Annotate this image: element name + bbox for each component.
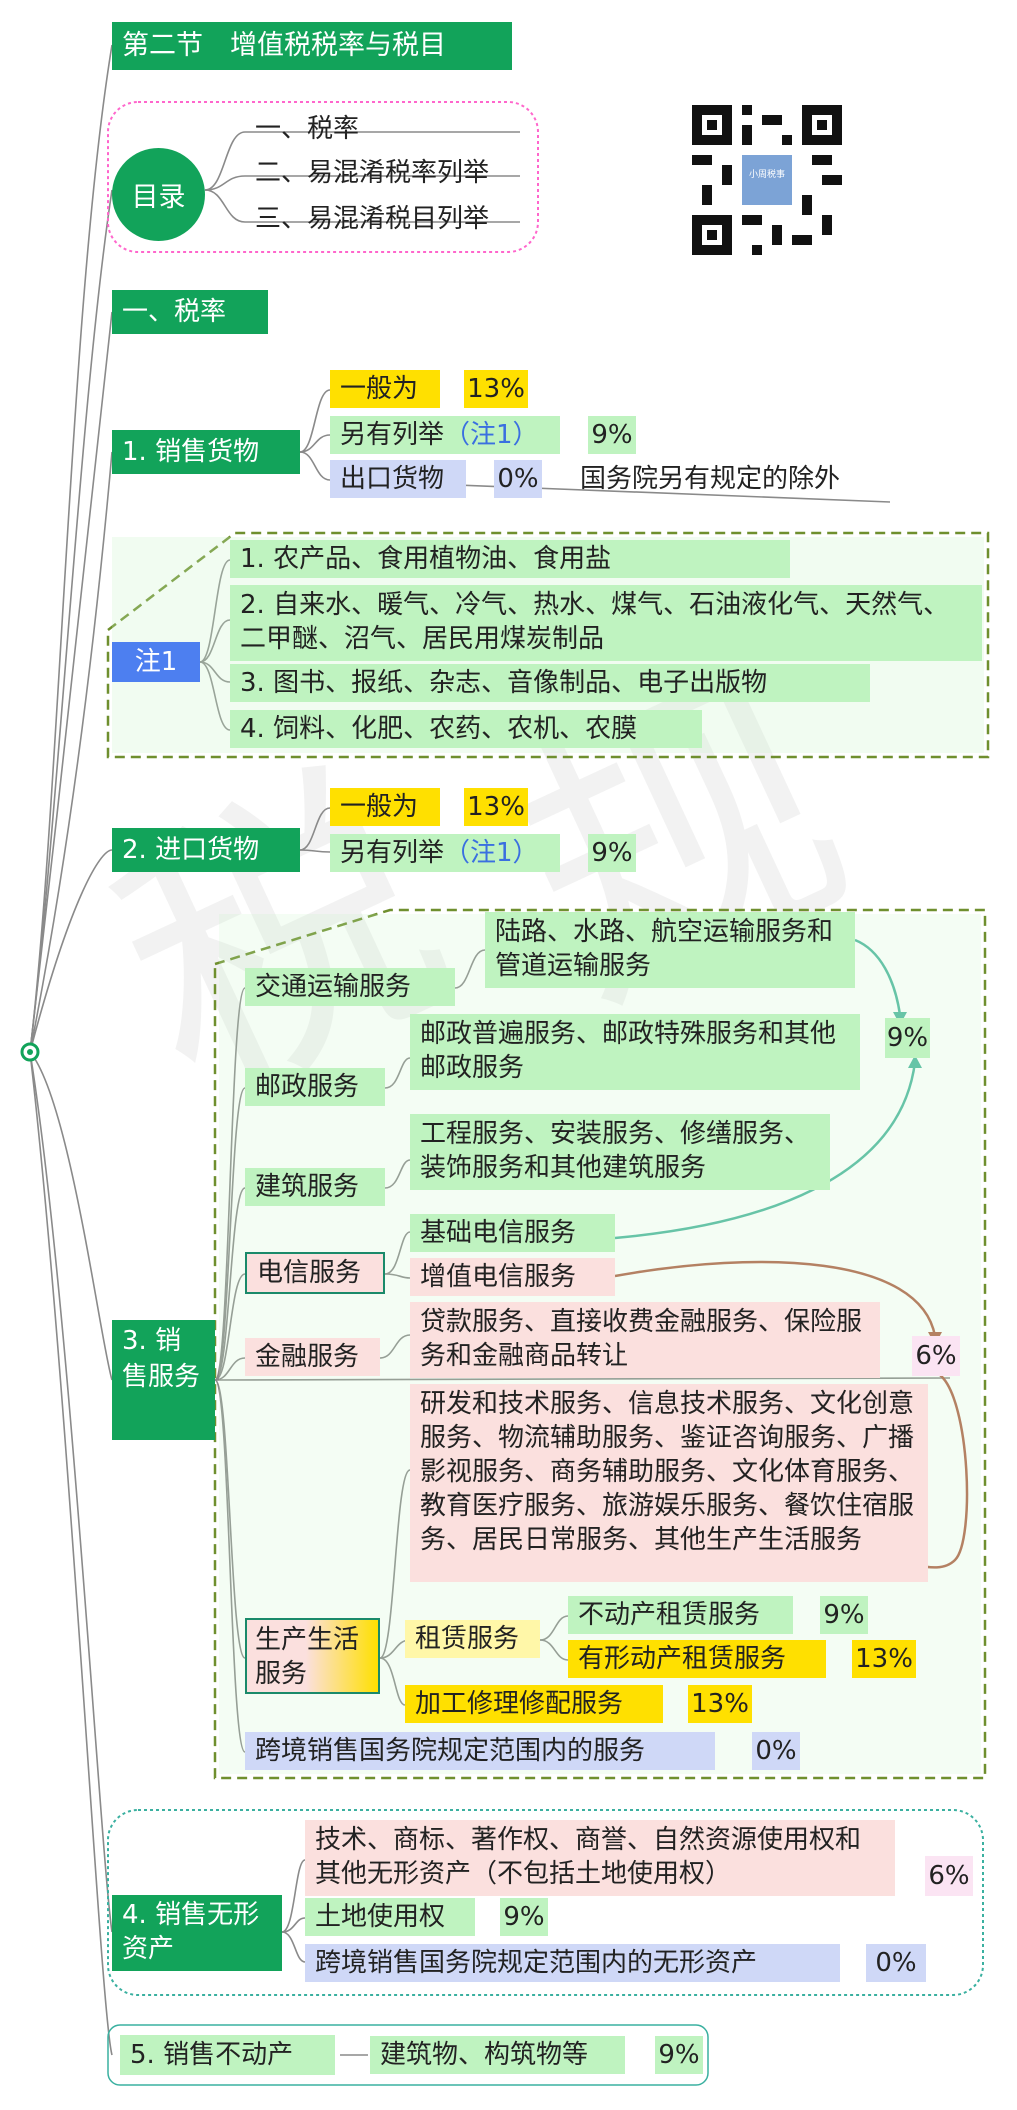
construction-detail: 工程服务、安装服务、修缮服务、装饰服务和其他建筑服务: [410, 1114, 830, 1190]
telecom-node: 电信服务: [245, 1252, 385, 1294]
finance-node: 金融服务: [245, 1338, 380, 1376]
toc-item-2[interactable]: 二、易混淆税率列举: [255, 158, 490, 188]
note1-item-4: 4. 饲料、化肥、农药、农机、农膜: [230, 710, 702, 748]
import-other-label: 另有列举: [340, 838, 445, 868]
goods-export-except: 国务院另有规定的除外: [580, 464, 841, 494]
intangible-crossborder: 跨境销售国务院规定范围内的无形资产: [305, 1944, 840, 1982]
processing-node: 加工修理修配服务: [405, 1685, 663, 1723]
services-crossborder: 跨境销售国务院规定范围内的服务: [245, 1732, 715, 1770]
toc-item-3[interactable]: 三、易混淆税目列举: [255, 204, 490, 234]
services-crossborder-rate: 0%: [752, 1732, 800, 1770]
telecom-basic: 基础电信服务: [410, 1214, 615, 1252]
realestate-detail: 建筑物、构筑物等: [370, 2036, 625, 2074]
goods-export: 出口货物: [330, 460, 466, 498]
goods-node[interactable]: 1. 销售货物: [112, 430, 300, 474]
intangible-tech: 技术、商标、著作权、商誉、自然资源使用权和其他无形资产（不包括土地使用权）: [305, 1820, 895, 1896]
goods-other: 另有列举（注1）: [330, 416, 560, 454]
life-node: 生产生活服务: [245, 1618, 380, 1694]
page-title: 第二节 增值税税率与税目: [112, 22, 512, 70]
toc-item-1[interactable]: 一、税率: [255, 114, 360, 144]
rate-6-badge: 6%: [912, 1336, 960, 1376]
toc-label: 目录: [131, 182, 186, 213]
postal-detail: 邮政普遍服务、邮政特殊服务和其他邮政服务: [410, 1014, 860, 1090]
note1-item-2: 2. 自来水、暖气、冷气、热水、煤气、石油液化气、天然气、二甲醚、沼气、居民用煤…: [230, 585, 982, 661]
intangible-node[interactable]: 4. 销售无形资产: [112, 1895, 282, 1971]
note1-node[interactable]: 注1: [112, 642, 200, 682]
note1-item-3: 3. 图书、报纸、杂志、音像制品、电子出版物: [230, 664, 870, 702]
import-general: 一般为: [330, 788, 440, 826]
toc-circle: 目录: [112, 148, 205, 241]
life-detail: 研发和技术服务、信息技术服务、文化创意服务、物流辅助服务、鉴证咨询服务、广播影视…: [410, 1384, 928, 1582]
telecom-value: 增值电信服务: [410, 1258, 615, 1296]
import-node[interactable]: 2. 进口货物: [112, 828, 300, 872]
transport-detail: 陆路、水路、航空运输服务和管道运输服务: [485, 912, 855, 988]
note1-item-1: 1. 农产品、食用植物油、食用盐: [230, 540, 790, 578]
goods-other-note: （注1）: [444, 420, 539, 450]
goods-export-rate: 0%: [494, 460, 542, 498]
intangible-tech-rate: 6%: [925, 1856, 973, 1896]
transport-node: 交通运输服务: [245, 968, 455, 1006]
lease-tangible: 有形动产租赁服务: [568, 1640, 826, 1678]
realestate-rate: 9%: [655, 2036, 703, 2074]
lease-real-rate: 9%: [820, 1596, 868, 1634]
realestate-node[interactable]: 5. 销售不动产: [120, 2035, 335, 2075]
qr-code: 小周税事: [692, 105, 842, 255]
lease-tangible-rate: 13%: [852, 1640, 916, 1678]
goods-general-rate: 13%: [464, 370, 528, 408]
qr-code-icon: [692, 105, 842, 255]
goods-other-label: 另有列举: [340, 420, 445, 450]
import-other: 另有列举（注1）: [330, 834, 560, 872]
goods-other-rate: 9%: [588, 416, 636, 454]
processing-rate: 13%: [688, 1685, 752, 1723]
construction-node: 建筑服务: [245, 1168, 385, 1206]
intangible-land: 土地使用权: [305, 1898, 475, 1936]
lease-node: 租赁服务: [405, 1620, 540, 1658]
goods-general: 一般为: [330, 370, 440, 408]
lease-real: 不动产租赁服务: [568, 1596, 793, 1634]
import-other-rate: 9%: [588, 834, 636, 872]
life-label: 生产生活服务: [255, 1625, 360, 1689]
services-node[interactable]: 3. 销售服务: [112, 1320, 215, 1440]
intangible-land-rate: 9%: [500, 1898, 548, 1936]
postal-node: 邮政服务: [245, 1068, 385, 1106]
rate-9-badge: 9%: [885, 1018, 930, 1058]
qr-caption: 小周税事: [748, 170, 785, 180]
section-1-title[interactable]: 一、税率: [112, 290, 268, 334]
finance-detail: 贷款服务、直接收费金融服务、保险服务和金融商品转让: [410, 1302, 880, 1378]
import-general-rate: 13%: [464, 788, 528, 826]
import-other-note: （注1）: [444, 838, 539, 868]
intangible-crossborder-rate: 0%: [866, 1944, 926, 1982]
